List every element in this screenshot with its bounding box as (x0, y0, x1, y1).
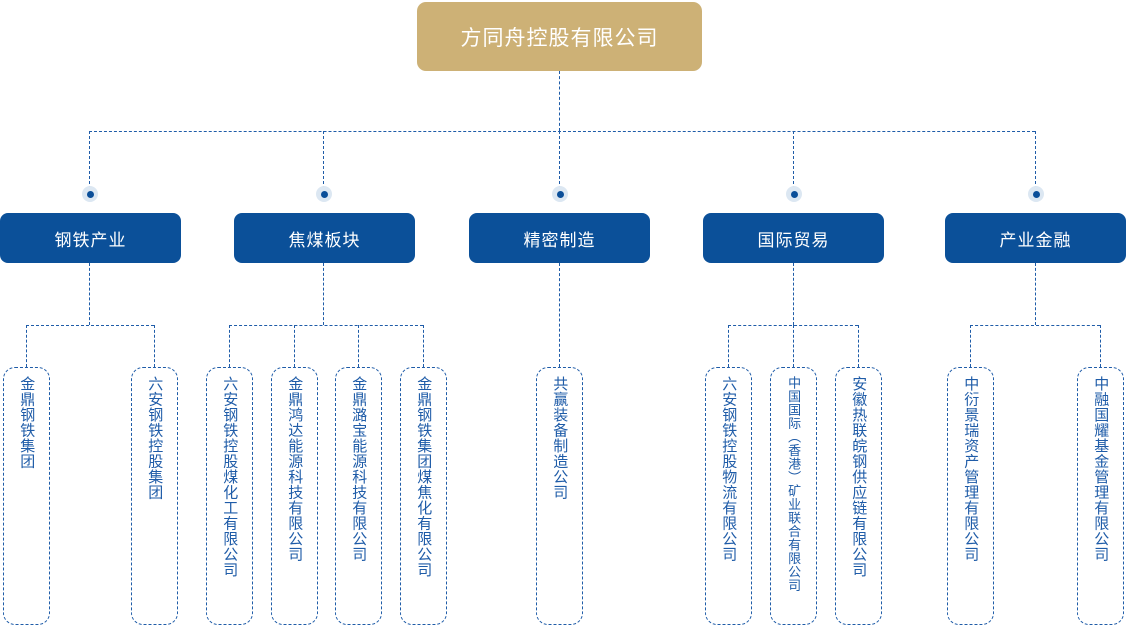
connector-bar-division-1 (26, 325, 154, 326)
connector-drop-division-2 (323, 131, 324, 189)
leaf-node-label: 安徽热联皖钢供应链有限公司 (850, 376, 868, 578)
leaf-node-gongying-equipment-manufacturing[interactable]: 共赢装备制造公司 (536, 367, 583, 625)
leaf-node-label: 金鼎潞宝能源科技有限公司 (350, 376, 368, 562)
connector-drop-division-3 (559, 131, 560, 189)
leaf-node-label: 共赢装备制造公司 (551, 376, 569, 500)
connector-drop-leaf-1-1 (26, 325, 27, 367)
connector-stem-division-5 (1035, 263, 1036, 325)
connector-drop-leaf-4-3 (858, 325, 859, 367)
connector-stem-division-1 (89, 263, 90, 325)
leaf-node-zhongrong-guoyao-fund-management[interactable]: 中融国耀基金管理有限公司 (1077, 367, 1124, 625)
connector-stem-division-2 (323, 263, 324, 325)
leaf-node-china-international-hk-mining[interactable]: 中国国际（香港）矿业联合有限公司 (770, 367, 817, 625)
connector-dot-division-1 (82, 186, 98, 202)
leaf-node-anhui-relian-wangang-supply-chain[interactable]: 安徽热联皖钢供应链有限公司 (835, 367, 882, 625)
division-node-international-trade[interactable]: 国际贸易 (703, 213, 884, 263)
connector-drop-division-4 (793, 131, 794, 189)
connector-drop-leaf-4-1 (728, 325, 729, 367)
connector-drop-leaf-5-1 (970, 325, 971, 367)
leaf-node-jinding-lubao-energy-tech[interactable]: 金鼎潞宝能源科技有限公司 (335, 367, 382, 625)
leaf-node-jinding-steel-group[interactable]: 金鼎钢铁集团 (3, 367, 50, 625)
connector-root-distribution-bar (89, 131, 1035, 132)
connector-drop-leaf-4-2 (793, 325, 794, 367)
connector-drop-leaf-2-3 (358, 325, 359, 367)
connector-drop-leaf-1-2 (154, 325, 155, 367)
division-node-label: 精密制造 (523, 230, 596, 250)
leaf-node-luan-steel-holding-coal-chemical[interactable]: 六安钢铁控股煤化工有限公司 (206, 367, 253, 625)
leaf-node-luan-steel-holding-logistics[interactable]: 六安钢铁控股物流有限公司 (705, 367, 752, 625)
leaf-node-jinding-steel-group-coking[interactable]: 金鼎钢铁集团煤焦化有限公司 (400, 367, 447, 625)
leaf-node-luan-steel-holding-group[interactable]: 六安钢铁控股集团 (131, 367, 178, 625)
connector-drop-leaf-5-2 (1100, 325, 1101, 367)
division-node-industrial-finance[interactable]: 产业金融 (945, 213, 1126, 263)
connector-drop-division-5 (1035, 131, 1036, 189)
connector-dot-division-2 (316, 186, 332, 202)
connector-stem-division-4 (793, 263, 794, 325)
root-node-fangtongzhou-holdings[interactable]: 方同舟控股有限公司 (417, 2, 702, 71)
connector-dot-division-4 (786, 186, 802, 202)
division-node-label: 国际贸易 (757, 230, 830, 250)
connector-bar-division-2 (229, 325, 423, 326)
division-node-label: 焦煤板块 (288, 230, 361, 250)
leaf-node-label: 中衍景瑞资产管理有限公司 (962, 376, 980, 562)
leaf-node-label: 中国国际（香港）矿业联合有限公司 (786, 376, 802, 592)
leaf-node-zhongyan-jingrui-asset-management[interactable]: 中衍景瑞资产管理有限公司 (947, 367, 994, 625)
division-node-precision-manufacturing[interactable]: 精密制造 (469, 213, 650, 263)
connector-drop-division-1 (89, 131, 90, 189)
connector-root-stem (559, 71, 560, 131)
leaf-node-label: 金鼎钢铁集团 (18, 376, 36, 469)
leaf-node-label: 六安钢铁控股煤化工有限公司 (221, 376, 239, 578)
leaf-node-label: 中融国耀基金管理有限公司 (1092, 376, 1110, 562)
connector-dot-division-5 (1028, 186, 1044, 202)
division-node-coking-coal[interactable]: 焦煤板块 (234, 213, 415, 263)
connector-bar-division-5 (970, 325, 1100, 326)
leaf-node-jinding-hongda-energy-tech[interactable]: 金鼎鸿达能源科技有限公司 (271, 367, 318, 625)
connector-stem-division-3 (559, 263, 560, 367)
division-node-label: 产业金融 (999, 230, 1072, 250)
leaf-node-label: 金鼎鸿达能源科技有限公司 (286, 376, 304, 562)
connector-drop-leaf-2-2 (294, 325, 295, 367)
division-node-label: 钢铁产业 (54, 230, 127, 250)
connector-dot-division-3 (552, 186, 568, 202)
connector-drop-leaf-2-1 (229, 325, 230, 367)
division-node-steel[interactable]: 钢铁产业 (0, 213, 181, 263)
connector-drop-leaf-2-4 (423, 325, 424, 367)
leaf-node-label: 六安钢铁控股集团 (146, 376, 164, 500)
leaf-node-label: 金鼎钢铁集团煤焦化有限公司 (415, 376, 433, 578)
root-node-label: 方同舟控股有限公司 (460, 26, 659, 50)
leaf-node-label: 六安钢铁控股物流有限公司 (720, 376, 738, 562)
